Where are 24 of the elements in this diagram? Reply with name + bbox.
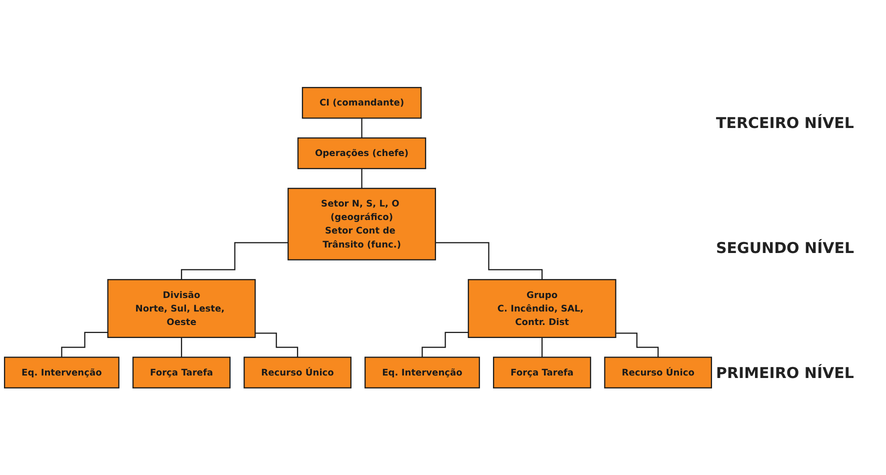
connector (255, 332, 298, 358)
node-box: Força Tarefa (492, 356, 592, 388)
connector (361, 168, 362, 189)
connector (422, 332, 468, 358)
node-box: Setor N, S, L, O (geográfico) Setor Cont de Trânsito (func.) (288, 188, 436, 260)
node-box: CI (comandante) (302, 86, 422, 118)
level-label: PRIMEIRO NÍVEL (716, 364, 855, 382)
level-label: TERCEIRO NÍVEL (716, 114, 855, 132)
connector (541, 336, 543, 358)
connector (61, 332, 108, 358)
connector (616, 332, 659, 358)
level-label: SEGUNDO NÍVEL (716, 238, 856, 256)
node-box: Grupo C. Incêndio, SAL, Contr. Dist (468, 278, 616, 338)
node-box: Força Tarefa (132, 356, 231, 388)
connector (435, 242, 543, 280)
connector (180, 336, 182, 358)
node-box: Recurso Único (244, 356, 352, 388)
node-box: Operações (chefe) (297, 137, 426, 169)
connector (180, 242, 288, 280)
node-box: Eq. Intervenção (364, 356, 480, 388)
node-box: Eq. Intervenção (4, 356, 120, 388)
node-box: Recurso Único (604, 356, 712, 388)
connector (361, 117, 362, 138)
node-box: Divisão Norte, Sul, Leste, Oeste (107, 278, 256, 338)
